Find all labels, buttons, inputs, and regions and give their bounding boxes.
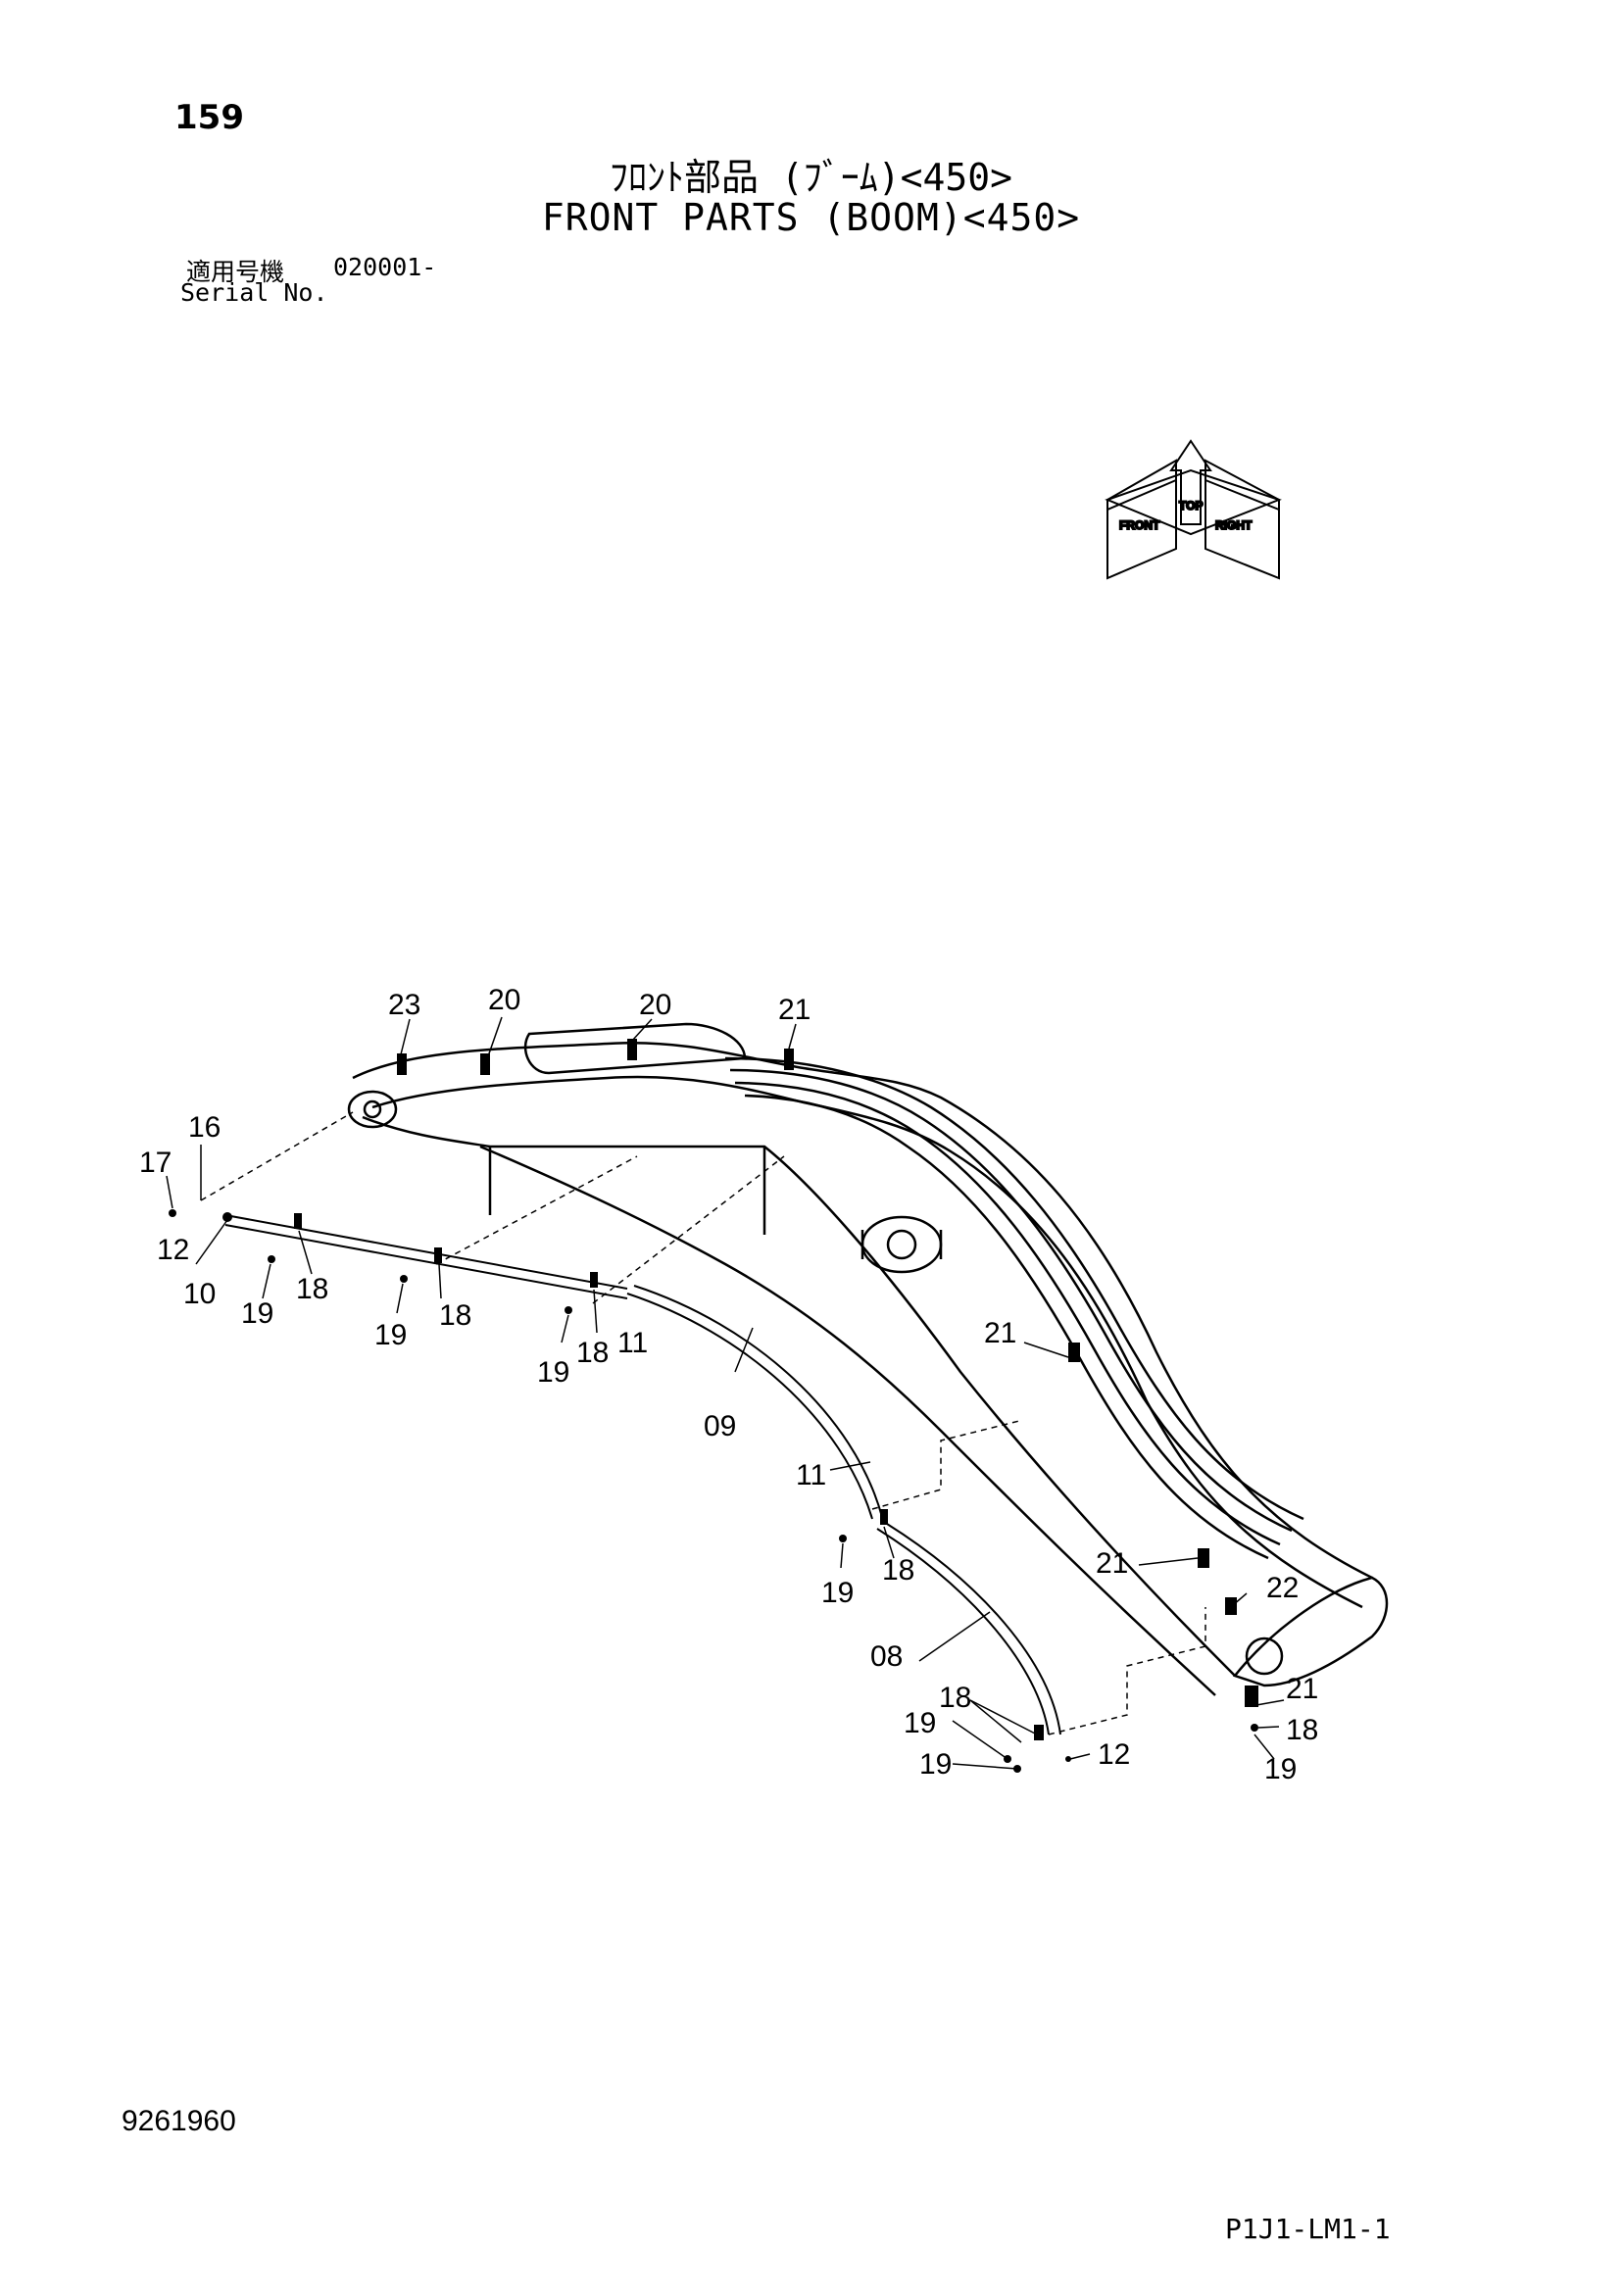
callout-19-f: 19 xyxy=(919,1748,952,1781)
page-title-japanese: ﾌﾛﾝﾄ部品 (ﾌﾞｰﾑ)<450> xyxy=(609,156,1013,199)
callout-08: 08 xyxy=(870,1640,903,1673)
tube-assembly xyxy=(200,1111,1206,1735)
orientation-cube-icon: FRONT RIGHT TOP xyxy=(1105,439,1282,580)
callout-18-b: 18 xyxy=(439,1299,471,1332)
callout-19-d: 19 xyxy=(821,1577,854,1609)
callout-17: 17 xyxy=(139,1147,172,1179)
callout-18-f: 18 xyxy=(1286,1714,1318,1746)
callout-21-d: 21 xyxy=(1286,1673,1318,1705)
callout-18-d: 18 xyxy=(882,1554,914,1587)
boom-body xyxy=(347,1022,1389,1696)
callout-20-a: 20 xyxy=(488,984,520,1016)
callout-22: 22 xyxy=(1266,1572,1299,1604)
callout-19-g: 19 xyxy=(1264,1753,1297,1785)
callout-09: 09 xyxy=(704,1410,736,1442)
orient-front-label: FRONT xyxy=(1119,518,1160,532)
callout-11-a: 11 xyxy=(617,1327,648,1359)
callout-21-a: 21 xyxy=(778,994,811,1026)
callout-12-b: 12 xyxy=(1098,1738,1130,1771)
callout-11-b: 11 xyxy=(796,1459,826,1491)
page-code: P1J1-LM1-1 xyxy=(1225,2213,1391,2245)
serial-label-japanese: 適用号機 xyxy=(186,258,285,286)
serial-value: 020001- xyxy=(333,253,437,281)
callout-18-e: 18 xyxy=(939,1682,971,1714)
callout-16: 16 xyxy=(188,1111,221,1144)
small-parts xyxy=(169,1039,1258,1773)
callout-20-b: 20 xyxy=(639,989,671,1021)
callout-18-a: 18 xyxy=(296,1273,328,1305)
callout-10: 10 xyxy=(183,1278,216,1310)
serial-label-english: Serial No. xyxy=(180,278,328,307)
callout-19-c: 19 xyxy=(537,1356,569,1389)
callout-18-c: 18 xyxy=(576,1337,609,1369)
orient-right-label: RIGHT xyxy=(1215,518,1253,532)
callout-12-a: 12 xyxy=(157,1234,189,1266)
callout-leaders xyxy=(166,1016,1285,1770)
callout-21-b: 21 xyxy=(984,1317,1016,1349)
document-number: 9261960 xyxy=(122,2105,236,2137)
page-title-english: FRONT PARTS (BOOM)<450> xyxy=(541,196,1081,239)
callout-19-a: 19 xyxy=(241,1297,273,1330)
orient-top-label: TOP xyxy=(1179,499,1203,513)
callout-21-c: 21 xyxy=(1096,1547,1128,1580)
callout-19-b: 19 xyxy=(374,1319,407,1351)
callout-23: 23 xyxy=(388,989,420,1021)
page-number: 159 xyxy=(174,98,244,137)
callout-19-e: 19 xyxy=(904,1707,936,1739)
callout-labels: 23 20 20 21 21 21 22 21 18 19 16 17 12 1… xyxy=(139,984,1318,1785)
